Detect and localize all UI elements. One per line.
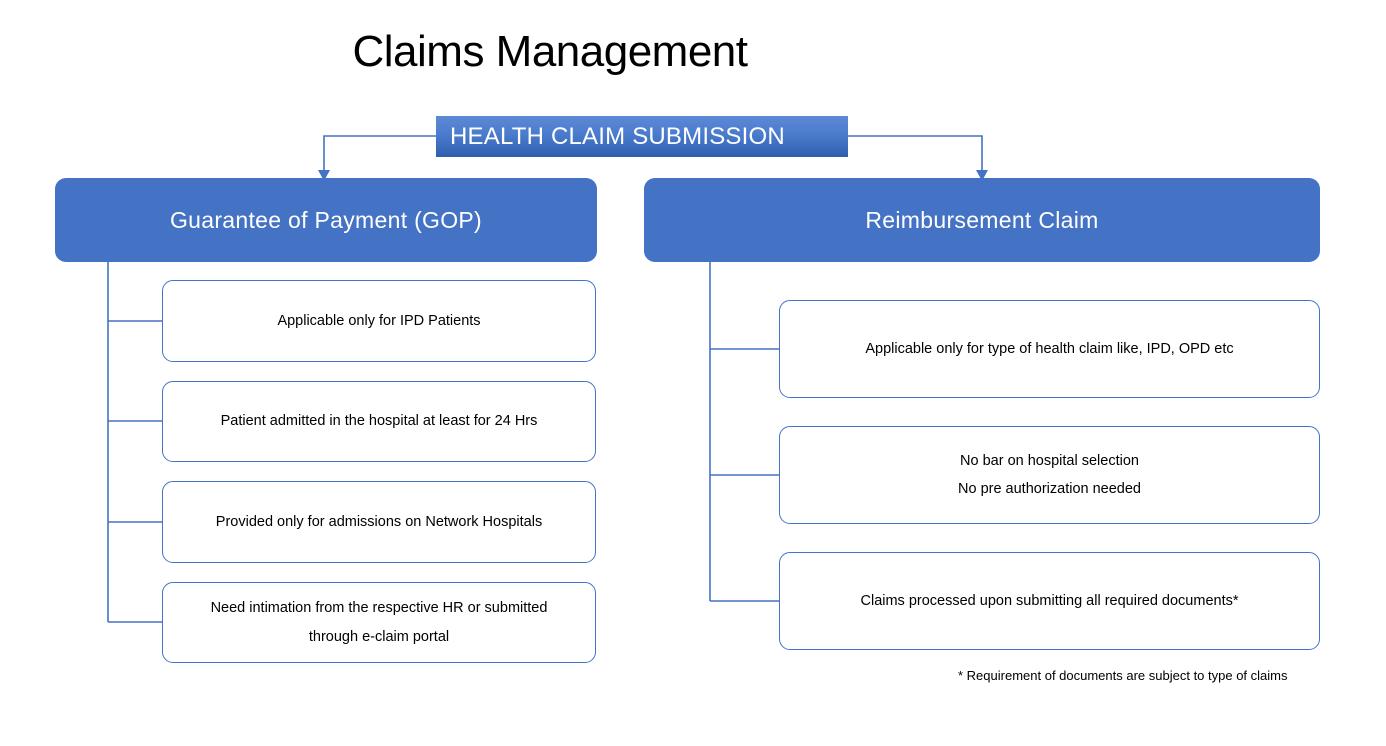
- reimbursement-item-2-label: No bar on hospital selection No pre auth…: [958, 452, 1141, 497]
- health-claim-submission-banner: HEALTH CLAIM SUBMISSION: [436, 116, 848, 157]
- gop-item-1-label: Applicable only for IPD Patients: [277, 312, 481, 329]
- category-header-reimbursement-label: Reimbursement Claim: [865, 206, 1099, 233]
- gop-item-4-label: Need intimation from the respective HR o…: [210, 600, 548, 645]
- gop-item-3-label: Provided only for admissions on Network …: [215, 513, 543, 530]
- reimbursement-item-3-label: Claims processed upon submitting all req…: [860, 592, 1239, 609]
- reimbursement-item-1-label: Applicable only for type of health claim…: [865, 340, 1234, 357]
- gop-item-1: Applicable only for IPD Patients: [162, 280, 596, 362]
- category-header-reimbursement: Reimbursement Claim: [644, 178, 1320, 262]
- banner-label: HEALTH CLAIM SUBMISSION: [450, 122, 785, 150]
- category-header-gop-label: Guarantee of Payment (GOP): [169, 206, 483, 233]
- gop-item-2-label: Patient admitted in the hospital at leas…: [220, 413, 538, 430]
- reimbursement-item-3: Claims processed upon submitting all req…: [779, 552, 1320, 650]
- reimbursement-item-1: Applicable only for type of health claim…: [779, 300, 1320, 398]
- gop-item-3: Provided only for admissions on Network …: [162, 481, 596, 563]
- page-title: Claims Management: [352, 27, 749, 76]
- gop-item-4: Need intimation from the respective HR o…: [162, 582, 596, 663]
- reimbursement-item-2: No bar on hospital selection No pre auth…: [779, 426, 1320, 524]
- gop-item-2: Patient admitted in the hospital at leas…: [162, 381, 596, 462]
- category-header-gop: Guarantee of Payment (GOP): [55, 178, 597, 262]
- footnote: * Requirement of documents are subject t…: [958, 668, 1288, 683]
